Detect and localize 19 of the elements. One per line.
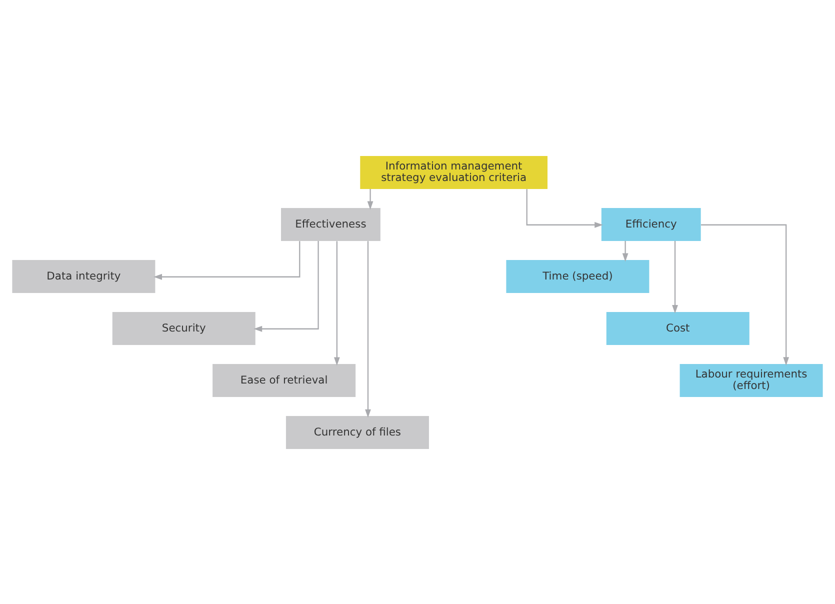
arrow bbox=[526, 188, 604, 228]
node-box: Efficiency bbox=[601, 208, 701, 240]
arrow bbox=[622, 240, 628, 262]
arrow bbox=[701, 224, 790, 366]
node-box: Time (speed) bbox=[506, 260, 650, 292]
arrow bbox=[254, 240, 319, 332]
arrow bbox=[365, 240, 371, 418]
node-box: Effectiveness bbox=[281, 208, 380, 240]
node-box: Currency of files bbox=[286, 416, 429, 448]
arrow bbox=[334, 240, 340, 366]
node-box: Data integrity bbox=[12, 260, 156, 292]
node-box: Information management strategy evaluation criteria bbox=[360, 156, 548, 188]
node-box: Labour requirements (effort) bbox=[680, 364, 823, 396]
arrow bbox=[154, 240, 300, 280]
arrow bbox=[367, 188, 374, 210]
node-box: Ease of retrieval bbox=[212, 364, 356, 396]
node-box: Cost bbox=[606, 312, 750, 344]
node-box: Security bbox=[112, 312, 256, 344]
arrow bbox=[672, 240, 678, 313]
